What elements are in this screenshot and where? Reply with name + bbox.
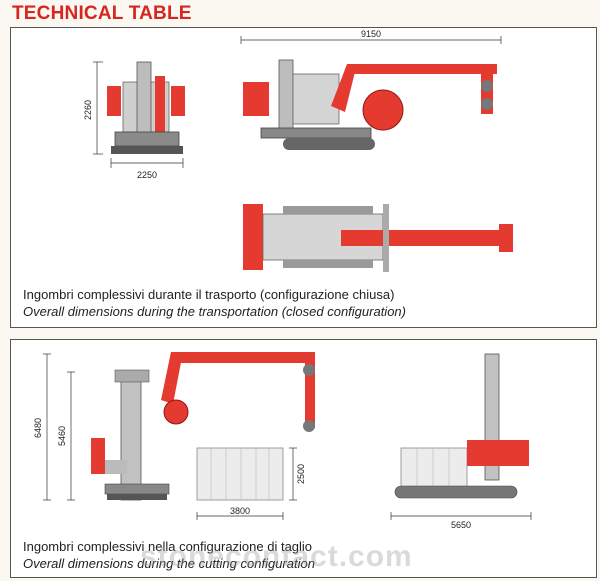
block-height-label: 2500 (296, 464, 306, 484)
watermark: stonecontact.com (140, 540, 413, 573)
side-view-transport (243, 59, 497, 150)
height-dimension-label: 2260 (83, 100, 93, 120)
total-height-label: 6480 (33, 418, 43, 438)
transport-drawing: 2260 2250 9150 (83, 29, 513, 272)
front-view-cutting (394, 353, 529, 499)
top-view-transport (243, 204, 513, 272)
cutting-caption: Ingombri complessivi nella configurazion… (23, 538, 315, 572)
cutting-drawing: 6480 5460 (33, 352, 532, 530)
block-length-label: 3800 (230, 506, 250, 516)
stone-block (196, 447, 284, 501)
length-dimension-label: 9150 (361, 29, 381, 39)
transport-panel: 2260 2250 9150 (10, 27, 597, 328)
caption-italian: Ingombri complessivi nella configurazion… (23, 539, 313, 554)
front-width-label: 5650 (451, 520, 471, 530)
caption-italian: Ingombri complessivi durante il trasport… (23, 287, 395, 302)
cutting-panel: 6480 5460 (10, 339, 597, 578)
front-view-transport (107, 61, 185, 154)
column-height-label: 5460 (57, 426, 67, 446)
transport-caption: Ingombri complessivi durante il trasport… (23, 286, 406, 320)
side-view-cutting (91, 352, 315, 501)
caption-english: Overall dimensions during the transporta… (23, 304, 406, 319)
width-dimension-label: 2250 (137, 170, 157, 180)
page-title: TECHNICAL TABLE (12, 3, 192, 24)
caption-english: Overall dimensions during the cutting co… (23, 556, 315, 571)
